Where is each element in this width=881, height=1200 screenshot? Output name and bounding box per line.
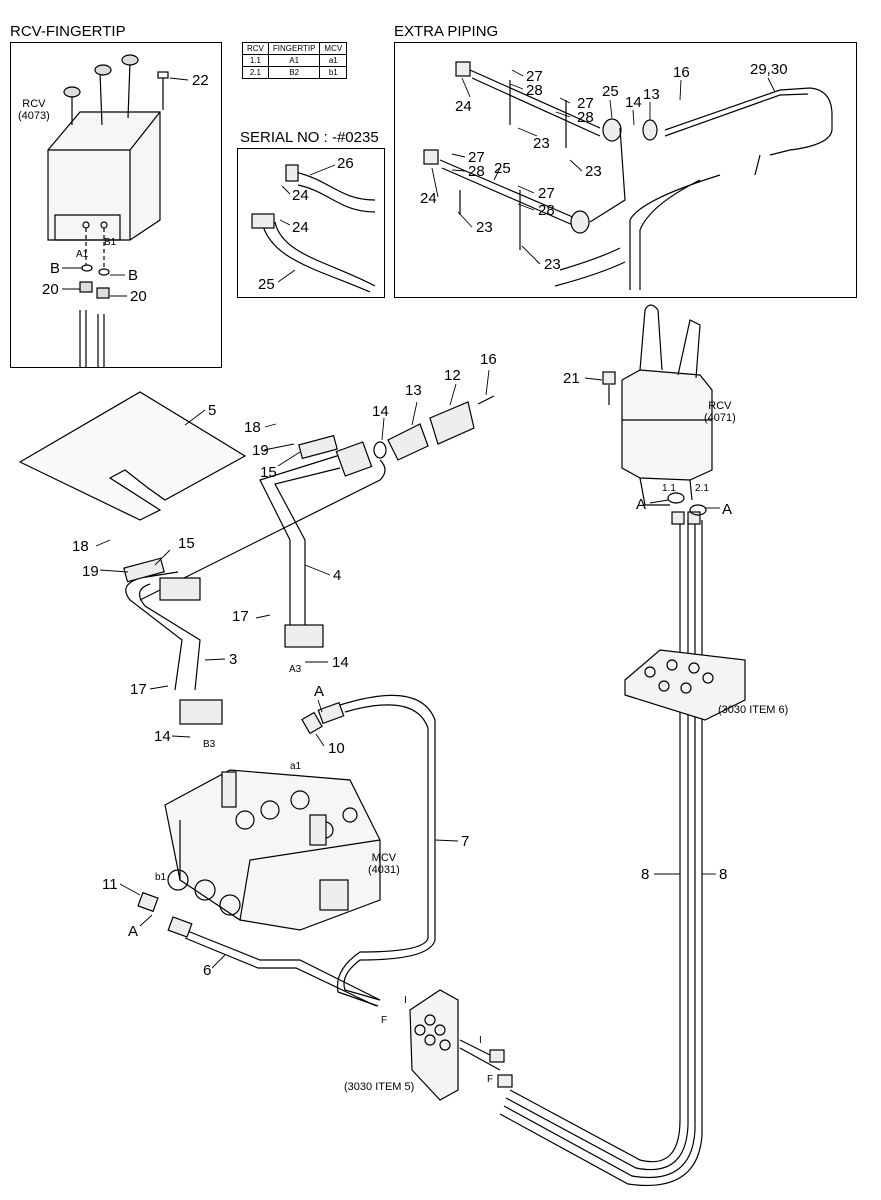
callout-4: 4: [333, 567, 342, 584]
callout-23: 23: [544, 256, 561, 273]
callout-17: 17: [232, 608, 249, 625]
callout-27: 27: [468, 149, 485, 166]
callout-19: 19: [82, 563, 99, 580]
callout-8: 8: [641, 866, 650, 883]
serial-number-title: SERIAL NO : -#0235: [240, 129, 379, 146]
port-b1-mcv-mark: b1: [155, 872, 167, 883]
callout-13: 13: [643, 86, 660, 103]
callout-25: 25: [258, 276, 275, 293]
callout-16: 16: [480, 351, 497, 368]
table-cell: B2: [267, 66, 321, 79]
callout-17: 17: [130, 681, 147, 698]
callout-a: A: [636, 496, 647, 513]
rcv-joystick-valve: [602, 304, 713, 516]
pipe-assembly: [18, 391, 495, 725]
callout-24: 24: [455, 98, 472, 115]
callout-28: 28: [577, 109, 594, 126]
callout-3: 3: [229, 651, 238, 668]
callout-25: 25: [494, 160, 511, 177]
callout-20: 20: [130, 288, 147, 305]
callout-24: 24: [292, 219, 309, 236]
callout-14: 14: [625, 94, 642, 111]
callout-b: B: [128, 267, 139, 284]
callout-18: 18: [244, 419, 261, 436]
callout-24: 24: [420, 190, 437, 207]
item-5-label: (3030 ITEM 5): [344, 1081, 415, 1093]
leader-lines: [62, 69, 776, 969]
table-cell: b1: [319, 66, 348, 79]
table-row: 2.1 B2 b1: [242, 66, 348, 79]
extra-piping-title: EXTRA PIPING: [394, 23, 499, 40]
rcv-fingertip-panel: [10, 42, 222, 368]
port-i-mark: I: [404, 995, 407, 1006]
callout-6: 6: [203, 962, 212, 979]
callout-11: 11: [102, 876, 118, 893]
callout-20: 20: [42, 281, 59, 298]
callout-28: 28: [468, 163, 485, 180]
port-i-mark: I: [479, 1035, 482, 1046]
callout-22: 22: [192, 72, 209, 89]
callout-12: 12: [444, 367, 461, 384]
callout-15: 15: [260, 464, 277, 481]
callout-27: 27: [538, 185, 555, 202]
rcv-4071-label: RCV (4071): [704, 400, 736, 424]
callout-a: A: [722, 501, 733, 518]
callout-25: 25: [602, 83, 619, 100]
item-6-label: (3030 ITEM 6): [718, 704, 789, 716]
port-mapping-table: RCV FINGERTIP MCV 1.1 A1 a1 2.1 B2 b1: [242, 42, 348, 79]
port-1-1-mark: 1.1: [662, 483, 676, 494]
callout-23: 23: [533, 135, 550, 152]
hoses-6-7: [137, 694, 436, 1007]
port-f-mark: F: [381, 1015, 388, 1026]
callout-23: 23: [476, 219, 493, 236]
callout-28: 28: [526, 82, 543, 99]
callout-a: A: [314, 683, 325, 700]
rcv-fingertip-title: RCV-FINGERTIP: [10, 23, 126, 40]
callout-26: 26: [337, 155, 354, 172]
serial-pipes: [251, 164, 376, 293]
callout-15: 15: [178, 535, 195, 552]
hoses-8: [459, 511, 746, 1186]
table-cell: 2.1: [242, 66, 269, 79]
callout-19: 19: [252, 442, 269, 459]
callout-7: 7: [461, 833, 470, 850]
bracket-item-5: [409, 989, 459, 1101]
callout-18: 18: [72, 538, 89, 555]
callout-29-30: 29,30: [750, 61, 788, 78]
callout-14: 14: [372, 403, 389, 420]
callout-16: 16: [673, 64, 690, 81]
rcv-4073-label: RCV (4073): [18, 98, 50, 122]
callout-14: 14: [154, 728, 171, 745]
callout-14: 14: [332, 654, 349, 671]
callout-23: 23: [585, 163, 602, 180]
callout-a: A: [128, 923, 139, 940]
port-2-1-mark: 2.1: [695, 483, 709, 494]
callout-27: 27: [526, 68, 543, 85]
callout-24: 24: [292, 187, 309, 204]
serial-panel: [237, 148, 385, 298]
callout-5: 5: [208, 402, 217, 419]
fingertip-hoses: [79, 228, 110, 368]
port-a3-mark: A3: [289, 664, 302, 675]
callout-10: 10: [328, 740, 345, 757]
port-a1-mark: A1: [76, 249, 89, 260]
mcv-4031-label: MCV (4031): [368, 852, 400, 876]
callout-28: 28: [538, 202, 555, 219]
port-f-mark: F: [487, 1074, 494, 1085]
rcv-fingertip-valve: [47, 54, 169, 241]
callout-b: B: [50, 260, 61, 277]
extra-piping-pipes: [423, 61, 833, 290]
extra-piping-panel: [394, 42, 857, 298]
mcv-valve-block: [164, 769, 381, 931]
callout-13: 13: [405, 382, 422, 399]
port-b3-mark: B3: [203, 739, 216, 750]
callout-8: 8: [719, 866, 728, 883]
port-a1-mcv-mark: a1: [290, 761, 302, 772]
callout-21: 21: [563, 370, 580, 387]
callout-27: 27: [577, 95, 594, 112]
port-b1-mark: B1: [104, 237, 117, 248]
